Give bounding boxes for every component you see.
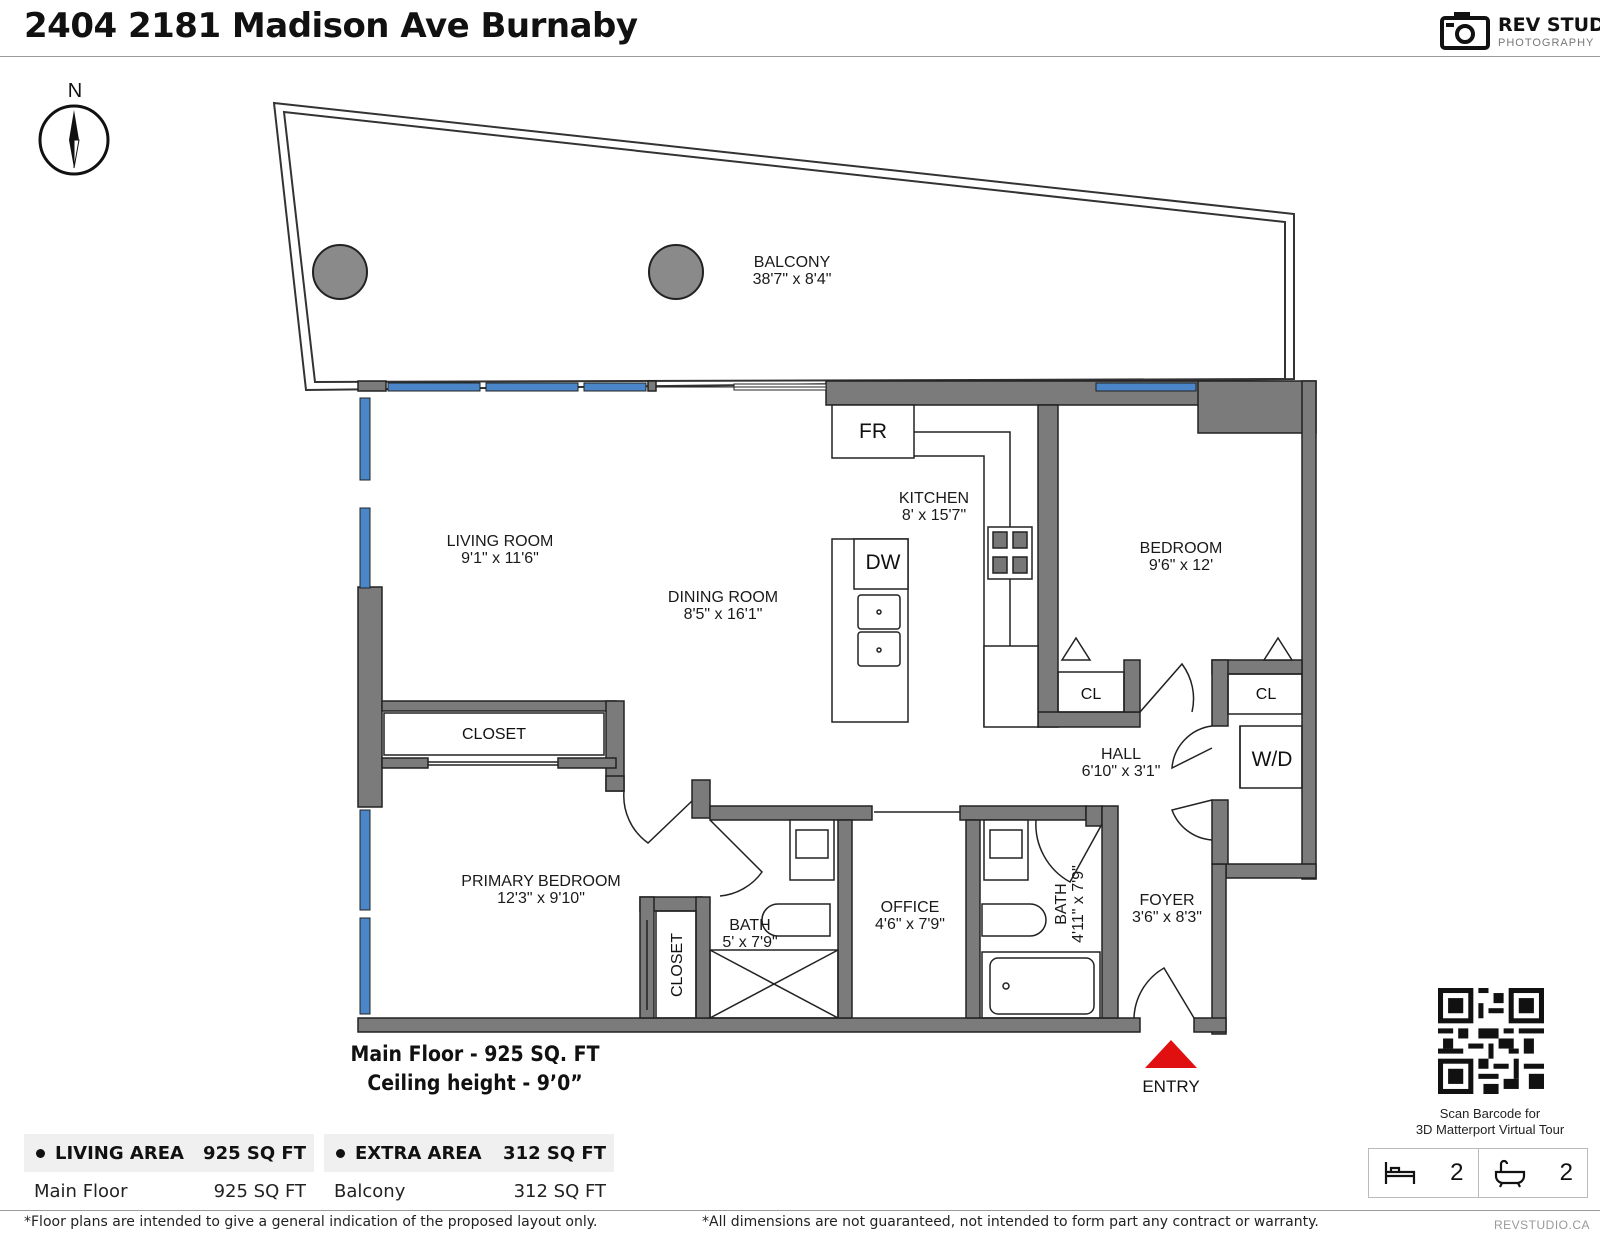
kitchen-size: 8' x 15'7" xyxy=(902,507,966,524)
footer-divider xyxy=(0,1210,1600,1211)
floor-info-area: Main Floor - 925 SQ. FT xyxy=(350,1042,600,1066)
living-area-label: LIVING AREA xyxy=(55,1142,184,1164)
hall-size: 6'10" x 3'1" xyxy=(1082,763,1161,780)
closet-vertical-label: CLOSET xyxy=(669,933,686,997)
closet-main-label: CLOSET xyxy=(462,726,526,743)
closet-bedroom-label: CL xyxy=(1081,686,1102,703)
extra-area-table: EXTRA AREA 312 SQ FT Balcony 312 SQ FT xyxy=(324,1134,614,1210)
bath1-fixtures xyxy=(709,819,839,1019)
compass-label: N xyxy=(68,80,82,102)
bath2-size: 4'11" x 7'9" xyxy=(1070,865,1087,943)
office-name: OFFICE xyxy=(881,899,940,916)
extra-area-row-value: 312 SQ FT xyxy=(513,1180,606,1202)
floor-info-ceiling: Ceiling height - 9’0” xyxy=(367,1071,583,1095)
bedroom-name: BEDROOM xyxy=(1140,540,1223,557)
living-area-row: Main Floor 925 SQ FT xyxy=(24,1172,314,1210)
bath2-fixtures xyxy=(981,819,1101,1019)
disclaimer-right: *All dimensions are not guaranteed, not … xyxy=(702,1214,1319,1230)
island-sink-a xyxy=(857,594,901,630)
dishwasher xyxy=(853,538,909,590)
interior-walls xyxy=(381,404,1303,1019)
closet-hall-label: CL xyxy=(1256,686,1277,703)
fridge-label: FR xyxy=(859,420,887,443)
balcony-name: BALCONY xyxy=(754,254,831,271)
island-sink-b xyxy=(857,631,901,667)
door-swings xyxy=(623,662,1213,1019)
bath1-size: 5' x 7'9" xyxy=(722,934,777,951)
dining-room-size: 8'5" x 16'1" xyxy=(684,606,763,623)
bathtub-icon xyxy=(1494,1159,1525,1188)
bedroom-count-value: 2 xyxy=(1450,1159,1464,1186)
living-area-row-value: 925 SQ FT xyxy=(213,1180,306,1202)
kitchen-fixtures xyxy=(831,404,1039,728)
header-divider xyxy=(0,56,1600,57)
site-link[interactable]: REVSTUDIO.CA xyxy=(1493,1218,1590,1232)
bathroom-count: 2 xyxy=(1477,1149,1588,1197)
living-room-name: LIVING ROOM xyxy=(447,533,554,550)
extra-area-row-name: Balcony xyxy=(334,1180,406,1202)
office-size: 4'6" x 7'9" xyxy=(875,916,945,933)
primary-bedroom-name: PRIMARY BEDROOM xyxy=(461,873,620,890)
kitchen-counter-end xyxy=(983,645,1039,728)
brand-logo: REV STUDIO PHOTOGRAPHY xyxy=(1440,10,1600,52)
balcony-size: 38'7" x 8'4" xyxy=(753,271,832,288)
compass-needle-south xyxy=(73,139,80,169)
disclaimer-left: *Floor plans are intended to give a gene… xyxy=(24,1214,598,1230)
living-area-row-name: Main Floor xyxy=(34,1180,128,1202)
extra-area-row: Balcony 312 SQ FT xyxy=(324,1172,614,1210)
dining-room-name: DINING ROOM xyxy=(668,589,778,606)
bath2-name: BATH xyxy=(1053,883,1070,924)
camera-icon xyxy=(1440,12,1490,50)
balcony-outline xyxy=(272,101,1295,392)
foyer-name: FOYER xyxy=(1139,892,1194,909)
bullet-icon xyxy=(336,1149,345,1158)
compass: N xyxy=(38,80,110,176)
entry-label: ENTRY xyxy=(1142,1077,1199,1096)
living-room-size: 9'1" x 11'6" xyxy=(461,550,539,567)
living-area-table: LIVING AREA 925 SQ FT Main Floor 925 SQ … xyxy=(24,1134,314,1210)
extra-area-header: EXTRA AREA 312 SQ FT xyxy=(324,1134,614,1172)
hall-name: HALL xyxy=(1101,746,1141,763)
qr-caption-line1: Scan Barcode for xyxy=(1439,1106,1541,1121)
floor-info: Main Floor - 925 SQ. FT Ceiling height -… xyxy=(340,1040,610,1098)
bath1-name: BATH xyxy=(729,917,770,934)
bedroom-size: 9'6" x 12' xyxy=(1149,557,1213,574)
bedroom-count: 2 xyxy=(1369,1149,1478,1197)
qr-code[interactable] xyxy=(1438,988,1544,1094)
brand-subtitle: PHOTOGRAPHY xyxy=(1498,37,1595,49)
primary-bedroom-size: 12'3" x 9'10" xyxy=(497,890,585,907)
qr-caption-line2: 3D Matterport Virtual Tour xyxy=(1415,1122,1565,1137)
bullet-icon xyxy=(36,1149,45,1158)
windows xyxy=(359,382,1197,1015)
balcony-column-right xyxy=(648,244,704,300)
dishwasher-label: DW xyxy=(866,551,901,574)
qr-caption: Scan Barcode for 3D Matterport Virtual T… xyxy=(1380,1106,1600,1138)
living-area-total: 925 SQ FT xyxy=(203,1142,306,1164)
exterior-walls xyxy=(357,380,1317,1035)
fridge xyxy=(831,404,915,459)
bed-icon xyxy=(1384,1162,1416,1184)
extra-area-label: EXTRA AREA xyxy=(355,1142,482,1164)
balcony-column-left xyxy=(312,244,368,300)
extra-area-total: 312 SQ FT xyxy=(503,1142,606,1164)
room-counts: 2 2 xyxy=(1368,1148,1588,1198)
page-title: 2404 2181 Madison Ave Burnaby xyxy=(24,6,638,46)
kitchen-name: KITCHEN xyxy=(899,490,969,507)
brand-name: REV STUDIO xyxy=(1498,14,1600,36)
compass-ring xyxy=(38,104,110,176)
bathroom-count-value: 2 xyxy=(1559,1159,1573,1186)
washer-dryer-label: W/D xyxy=(1252,748,1293,771)
foyer-size: 3'6" x 8'3" xyxy=(1132,909,1202,926)
closets xyxy=(383,636,1303,1019)
living-area-header: LIVING AREA 925 SQ FT xyxy=(24,1134,314,1172)
entry-marker xyxy=(1145,1040,1197,1068)
